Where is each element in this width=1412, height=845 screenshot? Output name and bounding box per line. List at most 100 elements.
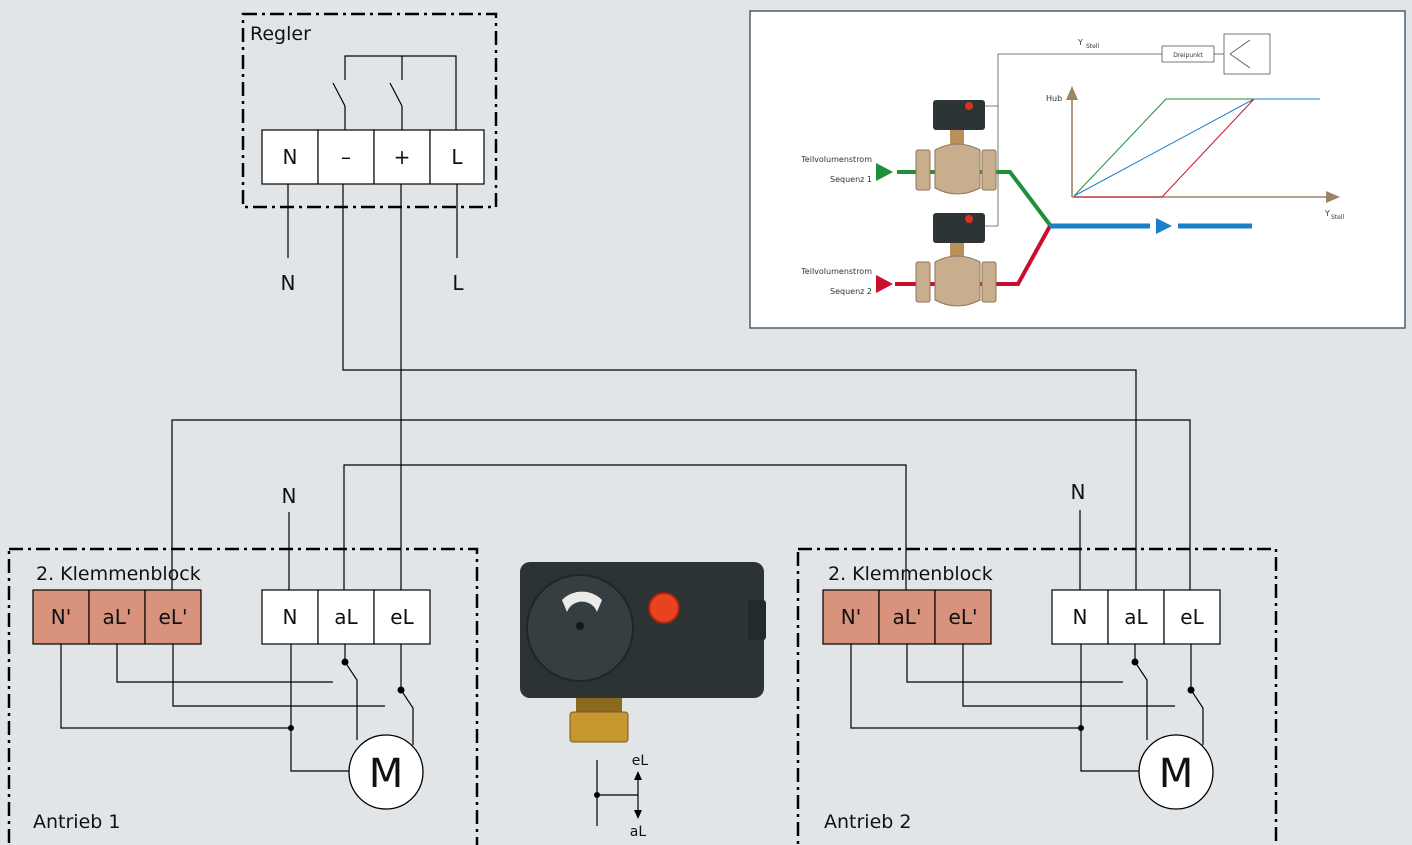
wire-drive1-to-block2 (343, 464, 907, 590)
drive2-internal-wiring (850, 644, 1204, 772)
three-point-symbol (1223, 33, 1271, 75)
drive1-block2-terminal (144, 589, 202, 645)
drive2-switch-node (1187, 686, 1195, 694)
drive2-motor-label: M (1159, 751, 1194, 797)
drive2-block2-label: aL' (893, 605, 922, 629)
actuator-brass-nut (569, 711, 629, 743)
drive2-block2-title: 2. Klemmenblock (828, 563, 993, 585)
actuator-coupling (576, 698, 622, 712)
stroke-node (594, 792, 600, 798)
drive2-block2-label: N' (841, 605, 861, 629)
regler-terminal-minus (317, 129, 375, 185)
regler-terminal-n (261, 129, 319, 185)
drive1-terminal (261, 589, 319, 645)
drive2-terminal (1107, 589, 1165, 645)
actuator-indicator-led (648, 592, 680, 624)
regler-group: Regler N – + L N L (241, 12, 498, 295)
drive2-terminal-label: aL (1124, 605, 1148, 629)
drive2-junction (1078, 725, 1084, 731)
valve1-stem (950, 130, 964, 144)
drive2-block2-terminal (822, 589, 880, 645)
regler-boundary (241, 12, 498, 209)
drive1-block2-label: N' (51, 605, 71, 629)
wire-minus-to-drive2 (342, 184, 1137, 590)
stroke-direction-line (596, 760, 639, 826)
actuator-side-tab (748, 600, 766, 640)
drive1-block2-label: aL' (103, 605, 132, 629)
supply-l-label: L (452, 271, 464, 295)
drive1-name: Antrieb 1 (33, 811, 120, 833)
drive2-block2-terminal (934, 589, 992, 645)
regler-terminal-label: + (394, 145, 411, 169)
curve-sequence2 (1074, 98, 1255, 198)
flow2-label-line2: Sequenz 2 (830, 287, 872, 296)
inset-frame (749, 10, 1406, 329)
drive2-terminal (1163, 589, 1221, 645)
valve1-flange-left (915, 149, 931, 191)
sequence-inset: Y Stell Dreipunkt Teilvolumenstrom Seque… (749, 10, 1406, 329)
signal-line (985, 53, 1162, 227)
controller-label: Dreipunkt (1173, 52, 1203, 59)
valve1-led (965, 102, 973, 110)
drive1-block2-terminal (88, 589, 146, 645)
valve2-stem (950, 243, 964, 257)
chart-y-label: Hub (1046, 94, 1062, 103)
drive2-terminal-label: N (1073, 605, 1088, 629)
drive-1: 2. Klemmenblock N' aL' eL' N aL eL M Ant… (7, 547, 479, 845)
drive1-terminal (317, 589, 375, 645)
valve2-flange-left (915, 261, 931, 303)
flow1-label-line1: Teilvolumenstrom (800, 155, 872, 164)
supply-n-label: N (281, 271, 296, 295)
three-point-symbol-lines (1229, 39, 1251, 69)
actuator-dial-pin (576, 622, 584, 630)
valve2-led (965, 215, 973, 223)
regler-terminal-label: – (341, 145, 351, 169)
regler-relay-contacts (332, 55, 457, 130)
actuator-illustration: eL aL (520, 562, 766, 840)
drive1-switch-node (341, 658, 349, 666)
drive2-motor-circle (1138, 734, 1214, 810)
actuator-position-gauge (562, 591, 602, 612)
drive1-internal-wiring (60, 644, 414, 772)
drive1-terminal-label: N (283, 605, 298, 629)
chart-x-sub: Stell (1331, 214, 1345, 221)
drive1-terminal-label: eL (390, 605, 414, 629)
flow-sequence2-arrow (876, 275, 893, 293)
valve2-flange-right (981, 261, 997, 303)
valve1-flange-right (981, 149, 997, 191)
drive2-block2-label: eL' (949, 605, 978, 629)
stroke-down-label: aL (630, 824, 647, 840)
drive2-terminal-label: eL (1180, 605, 1204, 629)
signal-sub: Stell (1086, 43, 1100, 50)
drive2-switch-node (1131, 658, 1139, 666)
regler-terminal-label: L (451, 145, 463, 169)
drive1-switch-node (397, 686, 405, 694)
regler-terminal-plus (373, 129, 431, 185)
drive1-junction (288, 725, 294, 731)
signal-label: Y (1077, 38, 1083, 47)
drive1-terminal (373, 589, 431, 645)
wire-block2-to-drive2 (171, 419, 1191, 590)
drive1-block2-terminal (32, 589, 90, 645)
drive1-terminal-label: aL (334, 605, 358, 629)
drive2-terminal (1051, 589, 1109, 645)
chart-x-arrow (1326, 191, 1340, 203)
drive2-name: Antrieb 2 (824, 811, 911, 833)
flow2-label-line1: Teilvolumenstrom (800, 267, 872, 276)
curve-sequence1 (1073, 98, 1254, 197)
valve1-actuator (933, 100, 985, 130)
drive2-boundary (796, 547, 1278, 845)
valve1-body (934, 143, 981, 195)
stroke-up-label: eL (632, 753, 649, 769)
interconnect-wires: N N (171, 184, 1191, 590)
valve2-body (934, 255, 981, 307)
drive1-neutral-label: N (282, 484, 297, 508)
regler-title: Regler (250, 23, 311, 45)
flow-sequence1-arrow (876, 163, 893, 181)
drive2-block2-terminal (878, 589, 936, 645)
drive1-block2-label: eL' (159, 605, 188, 629)
regler-terminal-label: N (283, 145, 298, 169)
valve2-actuator (933, 213, 985, 243)
flow-output-arrow (1156, 218, 1172, 234)
